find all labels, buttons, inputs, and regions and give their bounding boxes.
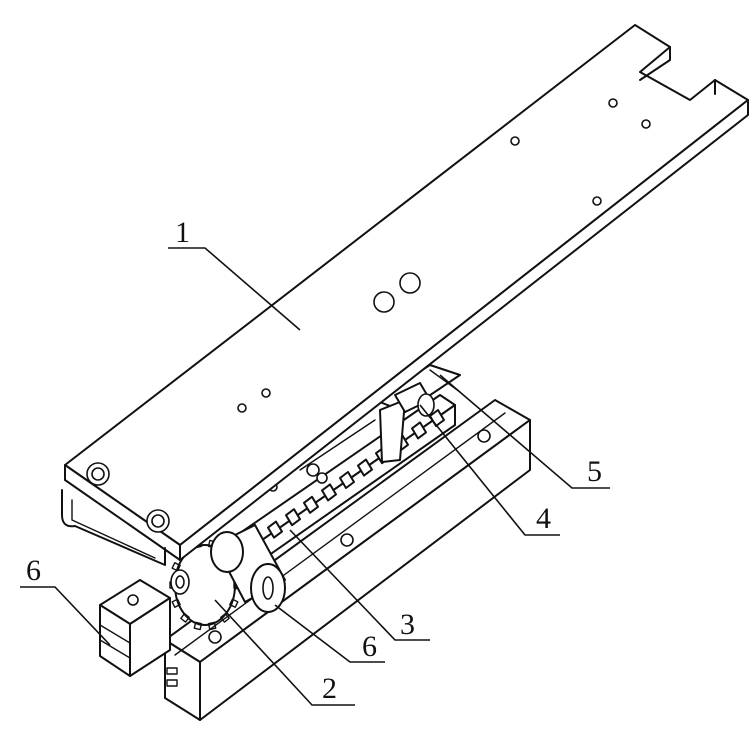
leader-5 xyxy=(439,374,610,489)
leader-2 xyxy=(214,599,355,706)
rack-tooth xyxy=(303,495,319,514)
label-part-1: 1 xyxy=(175,216,190,249)
leader-4 xyxy=(419,404,560,536)
gear-tooth xyxy=(207,621,217,631)
rack-tooth xyxy=(321,483,337,502)
rack-tooth xyxy=(285,508,301,527)
gear-tooth xyxy=(229,598,239,608)
label-part-5: 5 xyxy=(587,455,602,488)
gear-tooth xyxy=(180,612,190,623)
label-part-3: 3 xyxy=(400,608,415,641)
rack-tooth xyxy=(357,458,373,477)
label-part-2: 2 xyxy=(322,672,337,705)
leader-lines xyxy=(20,247,610,706)
gear-tooth xyxy=(193,621,203,631)
upper-plate xyxy=(61,24,749,566)
gear-tooth xyxy=(220,612,230,623)
leader-6-left xyxy=(20,586,111,646)
leader-1 xyxy=(168,247,301,331)
shaft-cylinder xyxy=(210,524,286,613)
slider-bracket xyxy=(268,364,461,492)
rack-tooth xyxy=(411,421,427,440)
label-part-6-left: 6 xyxy=(26,554,41,587)
left-end-block xyxy=(99,579,171,677)
label-part-4: 4 xyxy=(536,502,551,535)
leader-3 xyxy=(289,529,430,641)
gear-tooth xyxy=(171,598,181,608)
leader-6-bottom xyxy=(274,604,385,663)
gear-tooth xyxy=(171,562,181,572)
rack-tooth xyxy=(267,520,283,539)
label-part-6-bottom: 6 xyxy=(362,630,377,663)
rack-tooth xyxy=(339,471,355,489)
